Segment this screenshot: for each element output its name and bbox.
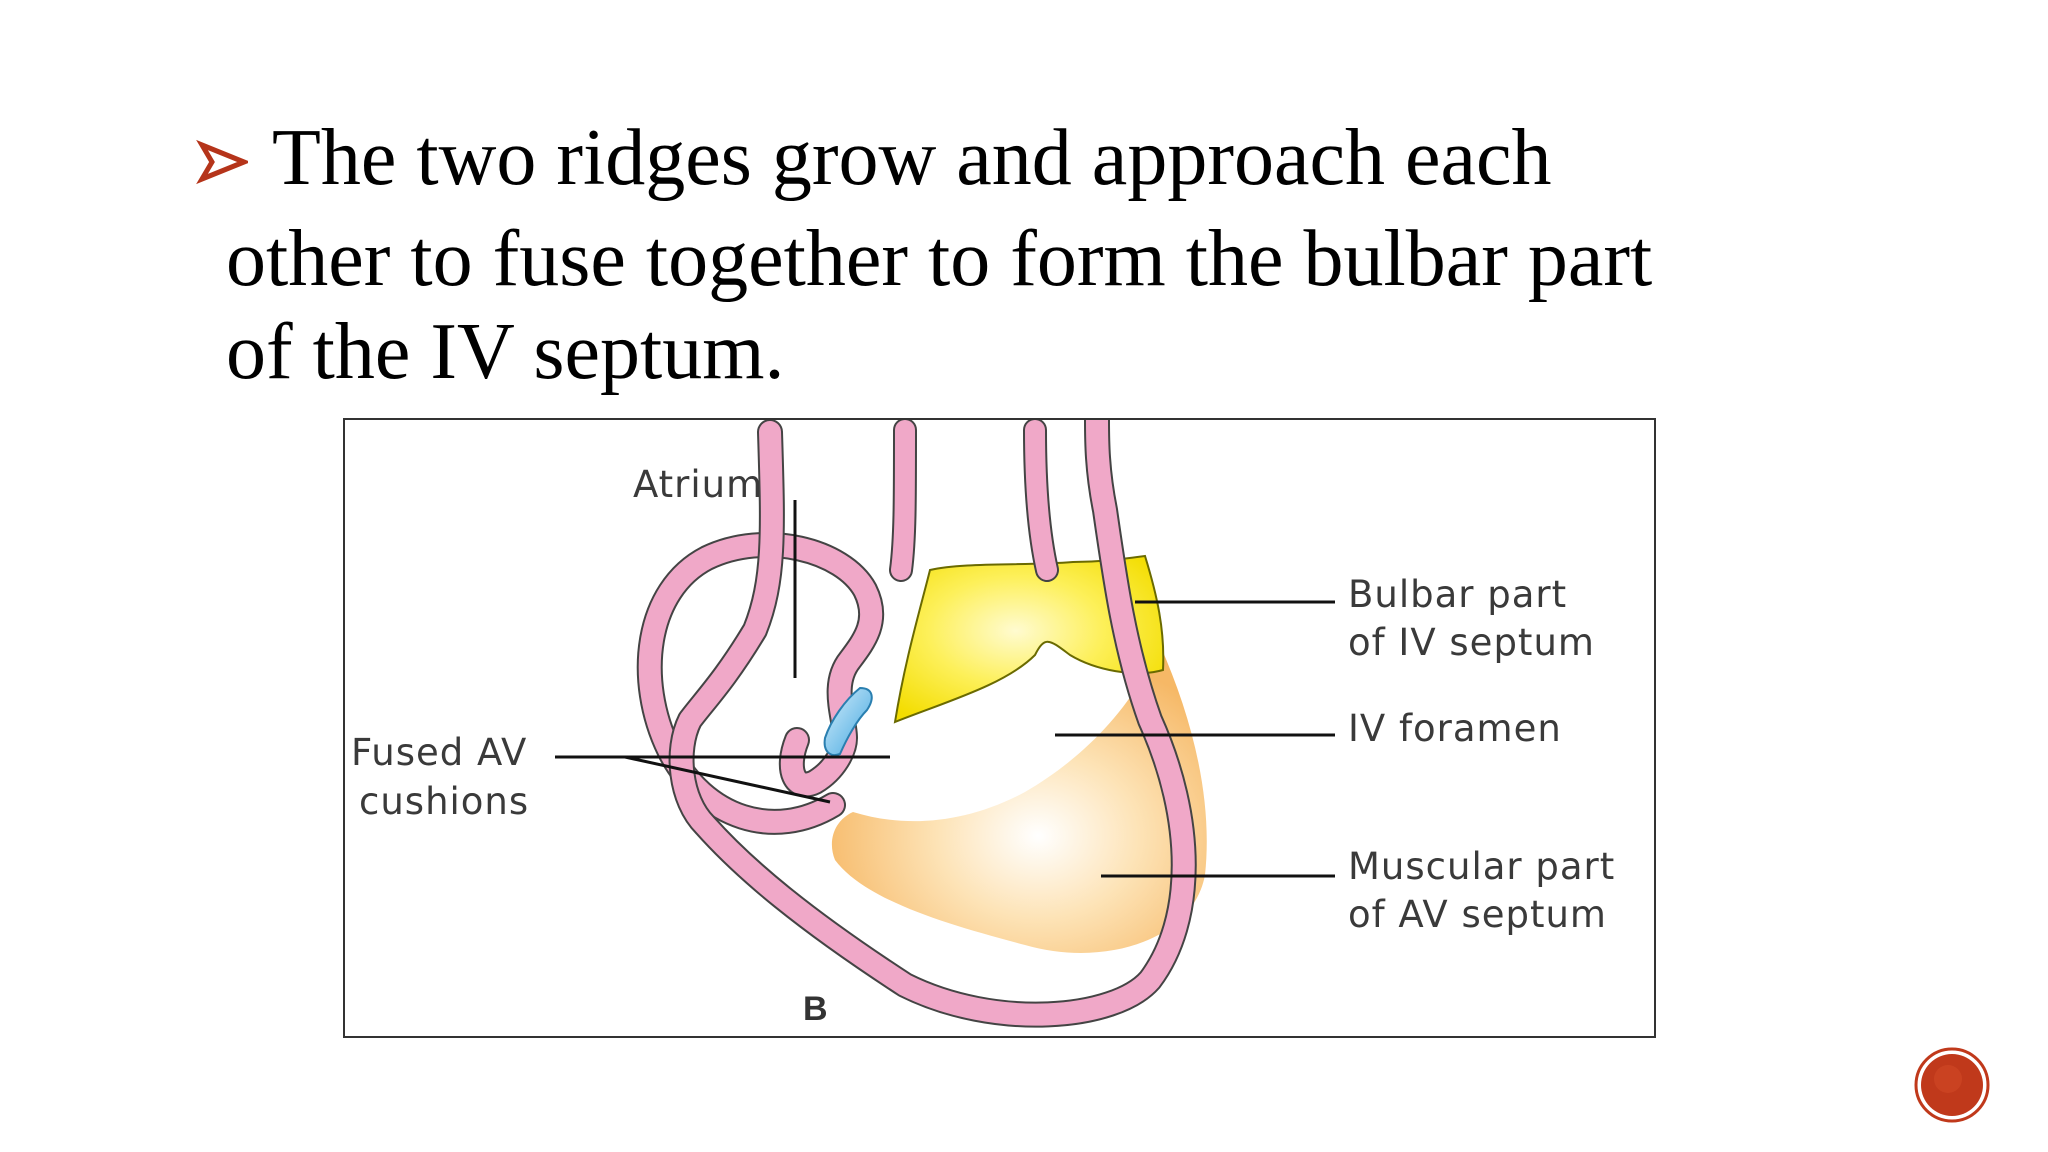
label-bulbar-part-line1: Bulbar part: [1348, 573, 1568, 616]
label-muscular-part-line1: Muscular part: [1348, 845, 1616, 888]
heart-diagram-svg: [555, 420, 1335, 1028]
bullet-line-1-text: The two ridges grow and approach each: [272, 114, 1552, 202]
nav-circle-icon: [1914, 1047, 1990, 1123]
bullet-line-2: other to fuse together to form the bulba…: [226, 215, 1653, 303]
bulbar-septum-shape: [893, 554, 1165, 724]
heart-diagram-figure: Atrium Bulbar part of IV septum IV foram…: [343, 418, 1656, 1038]
label-bulbar-part-line2: of IV septum: [1348, 621, 1595, 664]
label-iv-foramen: IV foramen: [1348, 707, 1562, 750]
slide-nav-button[interactable]: [1914, 1047, 1990, 1123]
bullet-line-1: The two ridges grow and approach each: [196, 112, 1836, 213]
bullet-arrow-icon: [196, 112, 272, 213]
fused-av-cushions: [823, 686, 873, 756]
figure-panel-letter: B: [803, 990, 828, 1028]
label-muscular-part-line2: of AV septum: [1348, 893, 1607, 936]
heart-wall: [636, 420, 1197, 1028]
label-fused-av-line1: Fused AV: [351, 731, 528, 774]
label-atrium: Atrium: [633, 463, 764, 506]
leader-lines: [555, 500, 1335, 878]
bullet-text: The two ridges grow and approach each ot…: [196, 112, 1836, 399]
bullet-line-3: of the IV septum.: [226, 308, 785, 396]
label-fused-av-line2: cushions: [359, 780, 530, 823]
